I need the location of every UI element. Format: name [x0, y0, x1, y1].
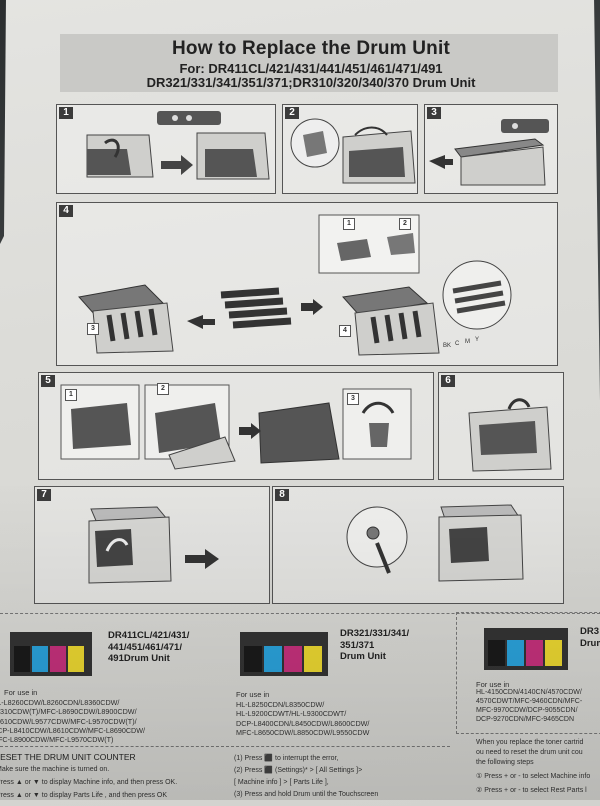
- drum-unit-image-3: [484, 628, 568, 670]
- step-5-illustration: [60, 384, 412, 470]
- step-3-panel: 3: [424, 104, 558, 194]
- product-1-model-line: HL-L8260CDW/L8260CDN/L8360CDW/: [0, 698, 120, 707]
- right-instruction-4: ① Press + or - to select Machine info: [476, 773, 591, 780]
- step-6-illustration: [468, 398, 552, 472]
- drum-unit-image-1: [10, 632, 92, 676]
- drum-unit-image-2: [240, 632, 328, 676]
- step-7-panel: 7: [34, 486, 270, 604]
- product-3-model-line: 4570CDWT/MFC-9460CDN/MFC-: [476, 698, 583, 705]
- product-2-model-line: DCP-L8400CDN/L8450CDW/L8600CDW/: [236, 718, 370, 728]
- middle-instruction-4: (3) Press and hold Drum until the Touchs…: [234, 791, 379, 798]
- step-4-illustration: [78, 214, 512, 356]
- product-1-model-line: L9310CDW(T)/MFC-L8690CDW/L8900CDW/: [0, 707, 137, 717]
- right-instruction-3: the following steps: [476, 759, 534, 766]
- step-1-number: 1: [59, 107, 73, 119]
- step-1-panel: 1: [56, 104, 276, 194]
- product-2-model-line: HL-L8250CDN/L8350CDW/: [236, 700, 325, 709]
- middle-instruction-3: [ Machine info ] > [ Parts Life ],: [234, 779, 329, 786]
- step-5-substep-1: 1: [65, 389, 77, 401]
- step-4-number: 4: [59, 205, 73, 217]
- step-4-substep-3: 3: [87, 323, 99, 335]
- title-band: [60, 34, 558, 92]
- right-instruction-2: ou need to reset the drum unit cou: [476, 749, 583, 756]
- step-2-number: 2: [285, 107, 299, 119]
- product-3-for-use: For use in: [476, 680, 510, 689]
- product-1-models: HL-L8260CDW/L8260CDN/L8360CDW/ L9310CDW(…: [0, 698, 145, 744]
- step-5-number: 5: [41, 375, 55, 387]
- toner-label-m: M: [465, 339, 470, 345]
- step-4-panel: 4 1 2 3 4 BK C M Y: [56, 202, 558, 366]
- product-3-box: [456, 612, 600, 734]
- step-5-panel: 5 1 2 3: [38, 372, 434, 480]
- step-3-illustration: [429, 119, 549, 186]
- step-5-substep-3: 3: [347, 393, 359, 405]
- product-2-model-line: MFC-L8650CDW/L8850CDW/L9550CDW: [236, 727, 370, 737]
- product-3-models: HL-4150CDN/4140CN/4570CDW/ 4570CDWT/MFC-…: [476, 688, 582, 724]
- step-8-panel: 8: [272, 486, 564, 604]
- step-1-illustration: [86, 111, 270, 180]
- product-3-model-line: DCP-9270CDN/MFC-9465CDN: [476, 716, 575, 723]
- product-3-model-line: HL-4150CDN/4140CN/4570CDW/: [476, 689, 582, 696]
- step-6-panel: 6: [438, 372, 564, 480]
- step-4-substep-4: 4: [339, 325, 351, 337]
- step-6-number: 6: [441, 375, 455, 387]
- toner-label-c: C: [455, 341, 460, 347]
- page-title: How to Replace the Drum Unit: [172, 38, 450, 59]
- product-3-title: DR3 Drum: [580, 626, 600, 649]
- product-2-models: HL-L8250CDN/L8350CDW/ HL-L9200CDWT/HL-L9…: [236, 700, 369, 737]
- product-1-model-line: L8610CDW/L9577CDW/MFC-L9570CDW(T)/: [0, 716, 137, 726]
- step-7-illustration: [88, 506, 219, 584]
- step-3-number: 3: [427, 107, 441, 119]
- step-2-panel: 2: [282, 104, 418, 194]
- toner-label-y: Y: [475, 337, 480, 343]
- step-4-substep-1: 1: [343, 218, 355, 230]
- step-7-number: 7: [37, 489, 51, 501]
- cut-line-top: [0, 613, 600, 614]
- step-8-number: 8: [275, 489, 289, 501]
- product-3-model-line: MFC-9970CDW/DCP-9055CDN/: [476, 707, 578, 714]
- models-line-2: DR321/331/341/351/371;DR310/320/340/370 …: [146, 75, 476, 90]
- product-2-model-line: HL-L9200CDWT/HL-L9300CDWT/: [236, 709, 347, 719]
- reset-line-2: Press ▲ or ▼ to display Machine info, an…: [0, 779, 178, 786]
- step-2-illustration: [290, 118, 416, 184]
- product-1-for-use: For use in: [4, 688, 38, 697]
- step-8-illustration: [346, 504, 524, 582]
- right-instruction-5: ② Press + or - to select Rest Parts l: [476, 787, 587, 794]
- product-1-model-line: DCP-L8410CDW/L8610CDW/MFC-L8690CDW/: [0, 725, 145, 735]
- models-line-1: For: DR411CL/421/431/441/451/461/471/491: [179, 61, 443, 76]
- toner-label-bk: BK: [443, 343, 452, 349]
- middle-instruction-2: (2) Press ⬛ (Settings)* > [ All Settings…: [234, 767, 363, 774]
- middle-instruction-1: (1) Press ⬛ to interrupt the error,: [234, 755, 339, 762]
- product-2-title: DR321/331/341/ 351/371 Drum Unit: [340, 628, 410, 662]
- product-1-model-line: MFC-L8900CDW/MFC-L9570CDW(T): [0, 735, 114, 745]
- reset-heading: RESET THE DRUM UNIT COUNTER: [0, 752, 136, 762]
- cut-line-bottom: [0, 746, 450, 747]
- step-4-substep-2: 2: [399, 218, 411, 230]
- right-instruction-1: When you replace the toner cartrid: [476, 739, 584, 746]
- reset-line-1: Make sure the machine is turned on.: [0, 766, 110, 773]
- product-1-title: DR411CL/421/431/ 441/451/461/471/ 491Dru…: [108, 630, 190, 664]
- product-2-for-use: For use in: [236, 690, 270, 699]
- step-5-substep-2: 2: [157, 383, 169, 395]
- reset-line-3: Press ▲ or ▼ to display Parts Life , and…: [0, 792, 168, 799]
